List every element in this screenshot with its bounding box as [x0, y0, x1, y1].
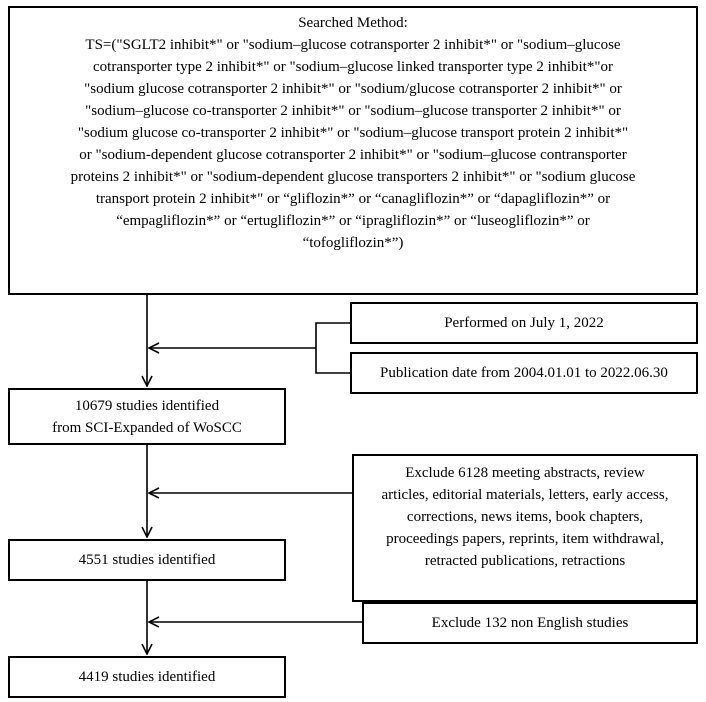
search-query-line: “empagliflozin*” or “ertugliflozin*” or …: [116, 213, 590, 229]
search-query-line: "sodium glucose cotransporter 2 inhibit*…: [84, 81, 622, 97]
search-query-line: "sodium–glucose co-transporter 2 inhibit…: [85, 103, 621, 119]
studies-10679-box: 10679 studies identified from SCI-Expand…: [8, 388, 286, 445]
exclude-6128-line: retracted publications, retractions: [424, 553, 626, 569]
search-query-line: or "sodium-dependent glucose cotransport…: [79, 147, 627, 163]
exclude-6128-line: corrections, news items, book chapters,: [406, 509, 644, 525]
studies-4551-count: 4551 studies identified: [78, 552, 216, 568]
exclude-6128-box: Exclude 6128 meeting abstracts, review a…: [352, 454, 698, 602]
exclude-6128-line: Exclude 6128 meeting abstracts, review: [405, 465, 645, 481]
search-query-line: TS=("SGLT2 inhibit*" or "sodium–glucose …: [85, 37, 621, 53]
performed-date-box: Performed on July 1, 2022: [350, 302, 698, 344]
bracket-search-criteria: [315, 322, 350, 374]
performed-date-text: Performed on July 1, 2022: [444, 315, 604, 331]
publication-date-text: Publication date from 2004.01.01 to 2022…: [380, 365, 668, 381]
studies-4551-box: 4551 studies identified: [8, 539, 286, 581]
studies-10679-count: 10679 studies identified: [74, 398, 220, 414]
studies-4419-count: 4419 studies identified: [78, 669, 216, 685]
publication-date-box: Publication date from 2004.01.01 to 2022…: [350, 352, 698, 394]
studies-4419-box: 4419 studies identified: [8, 656, 286, 698]
search-query-line: transport protein 2 inhibit*" or “gliflo…: [95, 191, 611, 207]
search-method-box: Searched Method: TS=("SGLT2 inhibit*" or…: [8, 6, 698, 295]
search-query-line: cotransporter type 2 inhibit*" or "sodiu…: [93, 59, 613, 75]
exclude-132-box: Exclude 132 non English studies: [362, 602, 698, 644]
search-query-line: proteins 2 inhibit*" or "sodium-dependen…: [70, 169, 636, 185]
studies-10679-source: from SCI-Expanded of WoSCC: [52, 420, 242, 436]
exclude-132-text: Exclude 132 non English studies: [431, 615, 629, 631]
search-method-heading: Searched Method:: [298, 15, 408, 31]
exclude-6128-line: proceedings papers, reprints, item withd…: [386, 531, 664, 547]
search-query-line: “tofogliflozin*”): [302, 235, 404, 251]
exclude-6128-line: articles, editorial materials, letters, …: [381, 487, 669, 503]
search-query-line: "sodium glucose co-transporter 2 inhibit…: [77, 125, 629, 141]
